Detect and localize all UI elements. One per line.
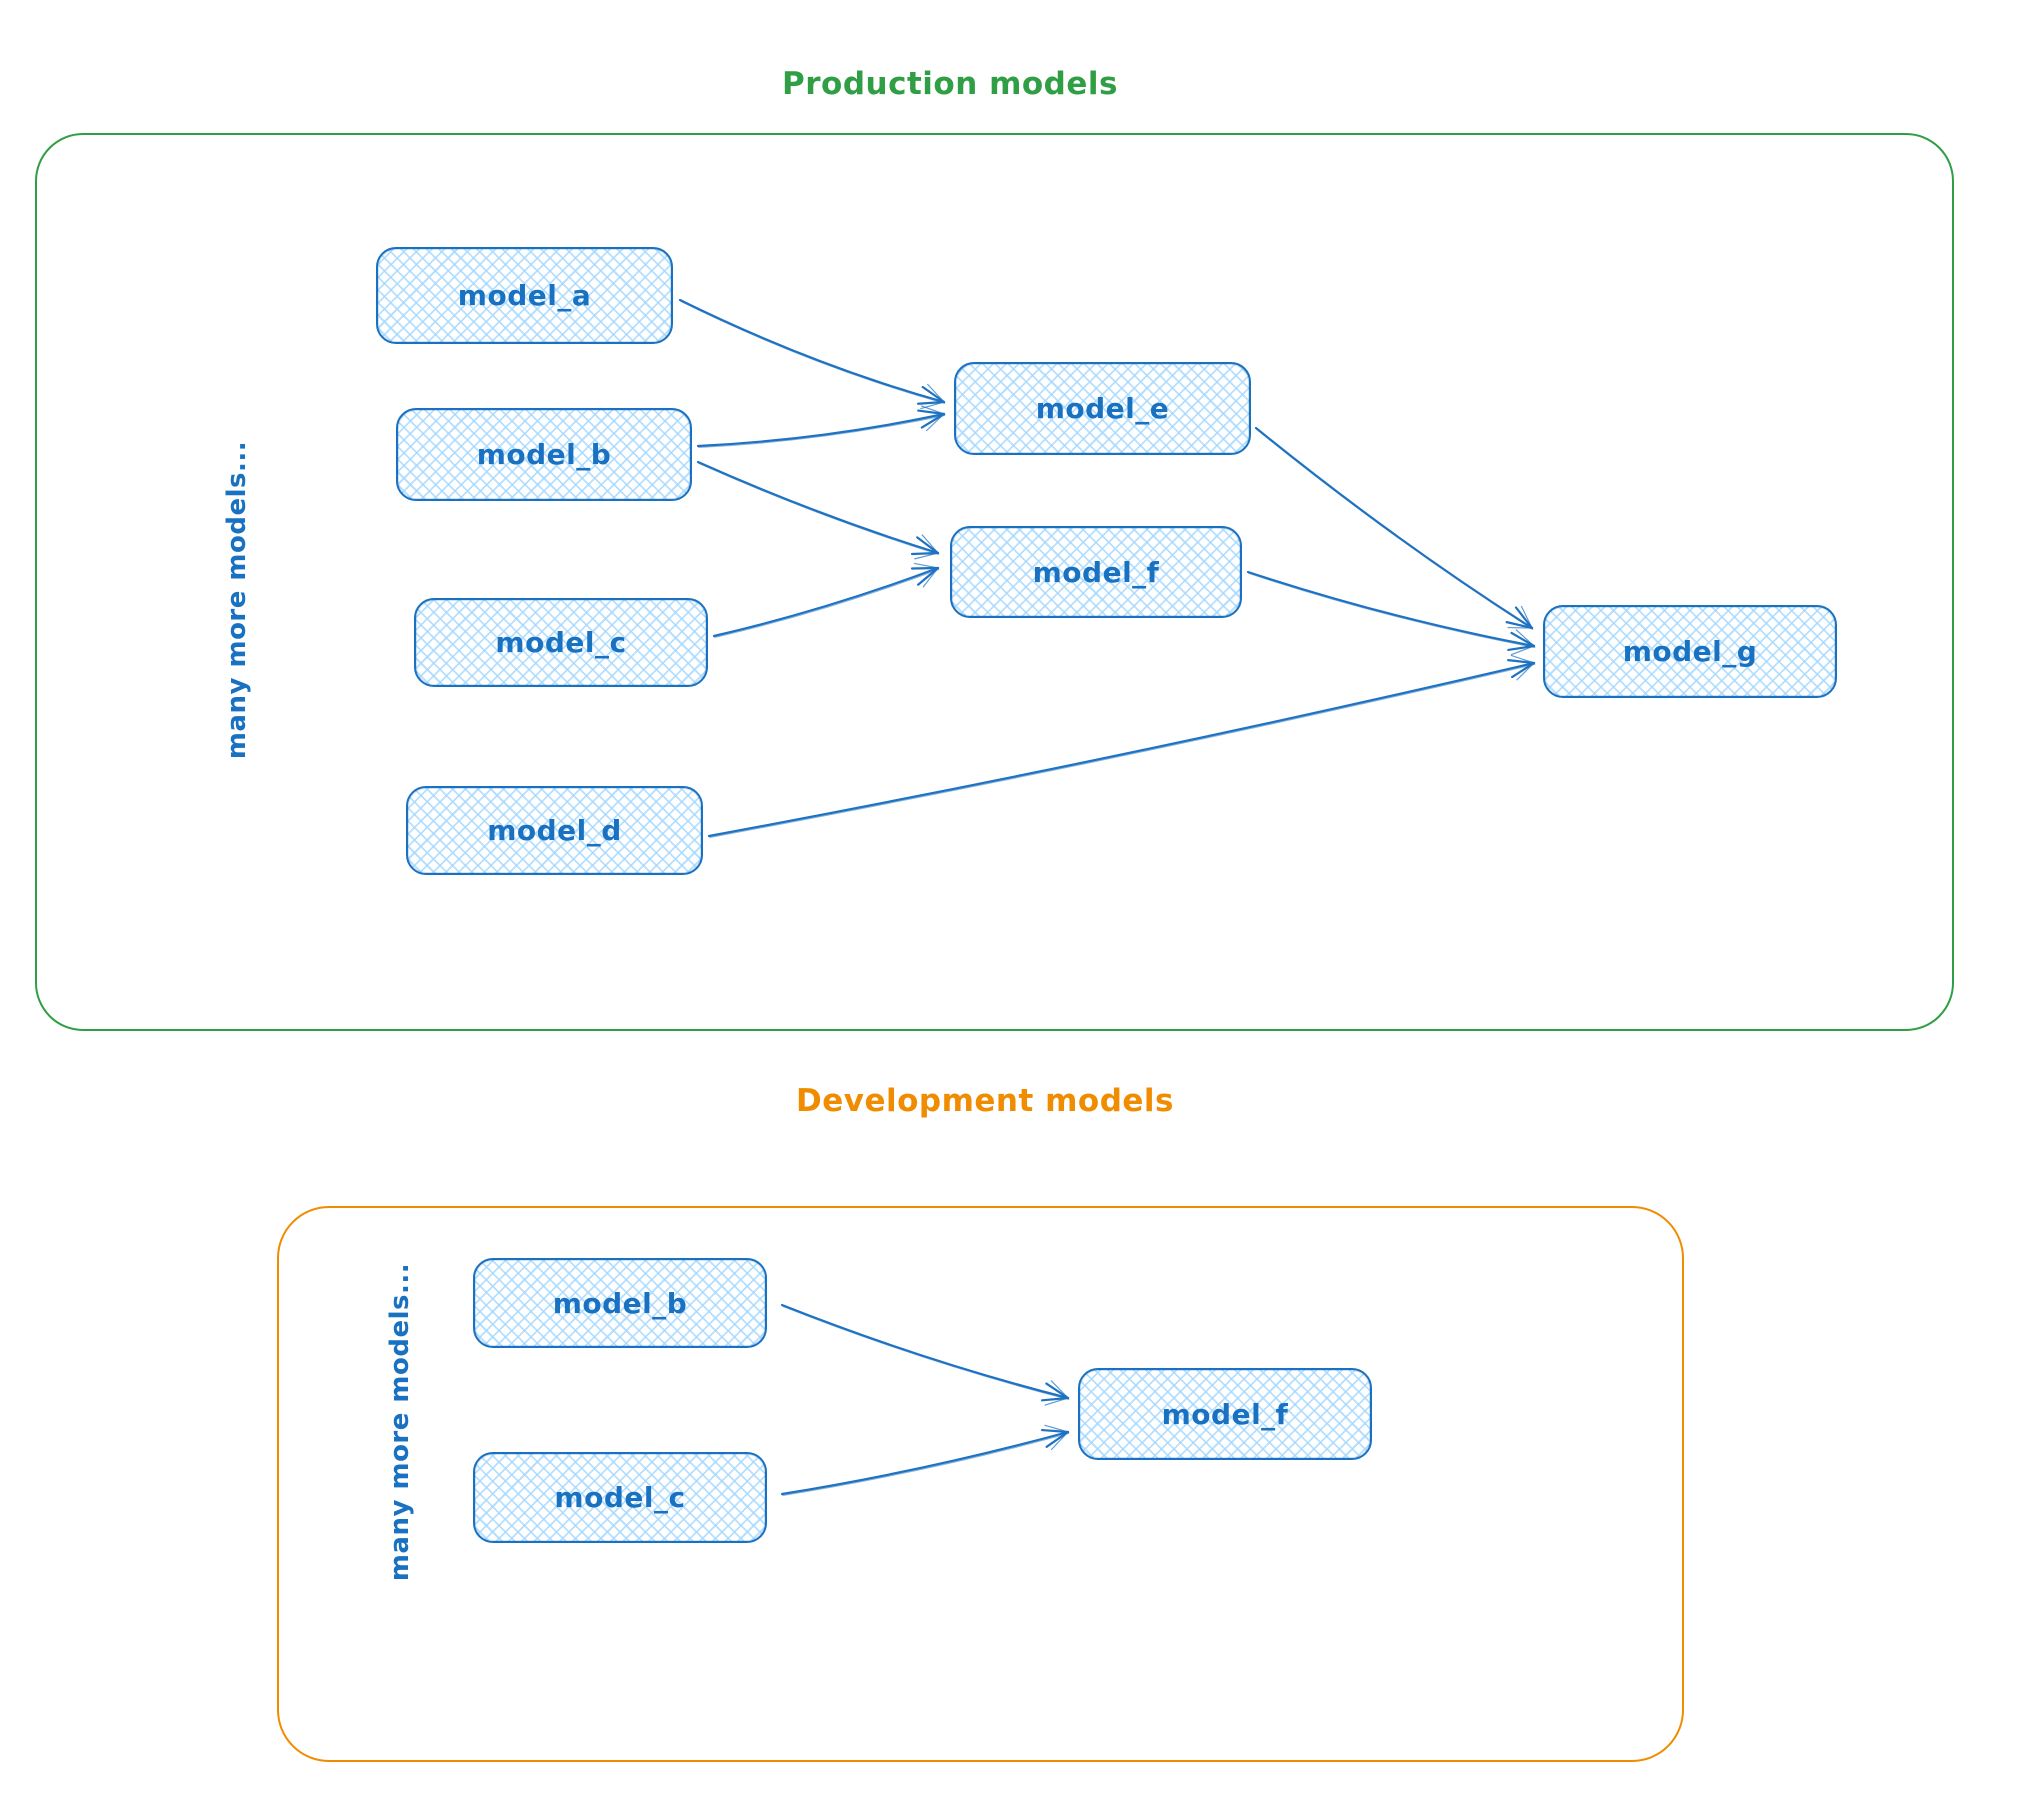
node-prod-model-d[interactable]: model_d bbox=[406, 786, 703, 875]
node-label-prod-model-f: model_f bbox=[1032, 555, 1160, 589]
production-many-more-models-label: many more models... bbox=[222, 440, 252, 760]
node-label-dev-model-c: model_c bbox=[554, 1481, 686, 1514]
development-section-box bbox=[277, 1206, 1684, 1762]
node-prod-model-a[interactable]: model_a bbox=[376, 247, 673, 344]
node-prod-model-f[interactable]: model_f bbox=[950, 526, 1242, 618]
production-section-title: Production models bbox=[782, 66, 1118, 102]
production-section-box bbox=[35, 133, 1954, 1031]
node-label-prod-model-b: model_b bbox=[476, 438, 612, 471]
node-dev-model-c[interactable]: model_c bbox=[473, 1452, 767, 1543]
development-many-more-models-label: many more models... bbox=[385, 1262, 415, 1582]
node-label-prod-model-d: model_d bbox=[487, 814, 622, 847]
node-label-prod-model-c: model_c bbox=[495, 626, 627, 659]
node-prod-model-e[interactable]: model_e bbox=[954, 362, 1251, 455]
node-dev-model-f[interactable]: model_f bbox=[1078, 1368, 1372, 1460]
node-label-dev-model-f: model_f bbox=[1161, 1397, 1289, 1431]
development-section-title: Development models bbox=[795, 1083, 1175, 1119]
node-prod-model-c[interactable]: model_c bbox=[414, 598, 708, 687]
node-label-dev-model-b: model_b bbox=[552, 1286, 688, 1320]
node-dev-model-b[interactable]: model_b bbox=[473, 1258, 767, 1348]
node-prod-model-g[interactable]: model_g bbox=[1543, 605, 1837, 698]
node-label-prod-model-g: model_g bbox=[1622, 635, 1758, 668]
node-prod-model-b[interactable]: model_b bbox=[396, 408, 692, 501]
node-label-prod-model-a: model_a bbox=[457, 279, 592, 312]
node-label-prod-model-e: model_e bbox=[1035, 392, 1170, 425]
